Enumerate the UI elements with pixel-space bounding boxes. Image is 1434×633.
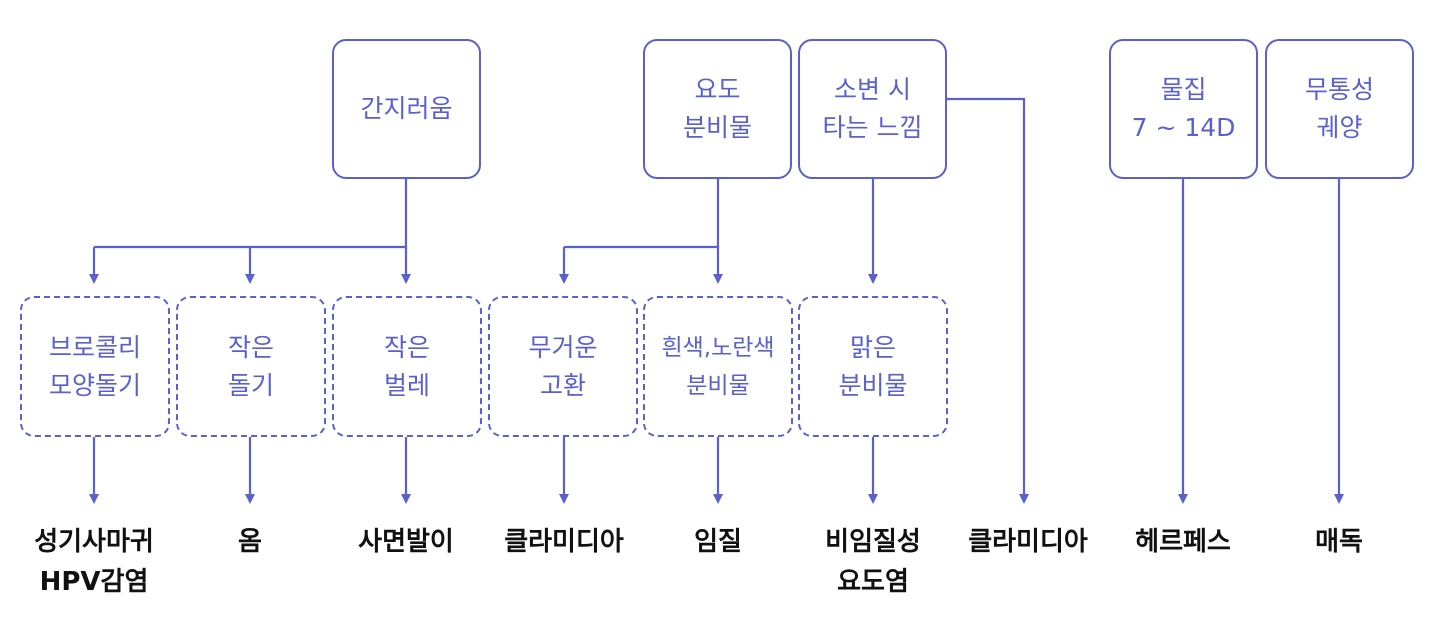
sign-box-heavy-scrotum: 무거운 고환 — [488, 296, 638, 437]
symptom-label: 간지러움 — [360, 94, 453, 123]
diagnosis-label: HPV감염 — [39, 567, 149, 597]
sign-label: 작은 — [227, 332, 274, 362]
sign-label: 분비물 — [838, 370, 908, 400]
symptom-box-urethral-discharge: 요도 분비물 — [643, 39, 792, 179]
sign-label: 작은 — [383, 332, 430, 362]
symptom-label: 소변 시 — [834, 75, 911, 104]
symptom-label: 타는 느낌 — [822, 113, 923, 142]
sign-label: 흰색,노란색 — [661, 334, 775, 361]
diagnosis-chlamydia-2: 클라미디아 — [948, 522, 1108, 562]
sign-label: 모양돌기 — [48, 370, 141, 400]
sign-box-broccoli-bumps: 브로콜리 모양돌기 — [20, 296, 170, 437]
symptom-label: 물집 — [1160, 75, 1207, 104]
sign-label: 고환 — [539, 370, 586, 400]
diagnosis-label: 사면발이 — [358, 527, 454, 557]
sign-label: 무거운 — [528, 332, 598, 362]
diagnosis-label: 헤르페스 — [1135, 527, 1231, 557]
diagnosis-syphilis: 매독 — [1284, 522, 1394, 562]
diagnosis-non-gonococcal-urethritis: 비임질성 요도염 — [798, 522, 948, 602]
sign-box-small-bumps: 작은 돌기 — [176, 296, 326, 437]
sign-label: 벌레 — [383, 370, 430, 400]
diagnosis-label: 옴 — [238, 527, 262, 557]
sign-label: 맑은 — [849, 332, 896, 362]
symptom-label: 7 ~ 14D — [1131, 113, 1236, 142]
symptom-box-blister: 물집 7 ~ 14D — [1109, 39, 1258, 179]
diagnosis-pubic-lice: 사면발이 — [336, 522, 476, 562]
diagnosis-label: 비임질성 — [825, 527, 921, 557]
diagnosis-label: 성기사마귀 — [34, 527, 154, 557]
sign-box-clear-discharge: 맑은 분비물 — [798, 296, 948, 437]
diagnosis-label: 클라미디아 — [504, 527, 624, 557]
symptom-box-painless-ulcer: 무통성 궤양 — [1265, 39, 1414, 179]
arrow-burning-to-chlamydia — [947, 97, 1029, 504]
diagnosis-gonorrhea: 임질 — [658, 522, 778, 562]
symptom-label: 궤양 — [1316, 113, 1363, 142]
diagnosis-scabies: 옴 — [190, 522, 310, 562]
symptom-box-itch: 간지러움 — [332, 39, 481, 179]
diagnosis-genital-warts: 성기사마귀 HPV감염 — [14, 522, 174, 602]
symptom-label: 무통성 — [1304, 75, 1374, 104]
symptom-box-burning-urination: 소변 시 타는 느낌 — [798, 39, 947, 179]
diagnosis-chlamydia-1: 클라미디아 — [484, 522, 644, 562]
symptom-label: 분비물 — [682, 113, 752, 142]
symptom-label: 요도 — [694, 75, 741, 104]
sign-box-white-yellow-discharge: 흰색,노란색 분비물 — [643, 296, 793, 437]
diagnosis-label: 요도염 — [837, 567, 909, 597]
sign-label: 분비물 — [686, 372, 750, 399]
sign-label: 돌기 — [227, 370, 274, 400]
diagnosis-label: 매독 — [1315, 527, 1363, 557]
sign-label: 브로콜리 — [48, 332, 141, 362]
diagnosis-label: 임질 — [694, 527, 742, 557]
diagnosis-label: 클라미디아 — [968, 527, 1088, 557]
diagnosis-herpes: 헤르페스 — [1113, 522, 1253, 562]
sign-box-small-bugs: 작은 벌레 — [332, 296, 482, 437]
